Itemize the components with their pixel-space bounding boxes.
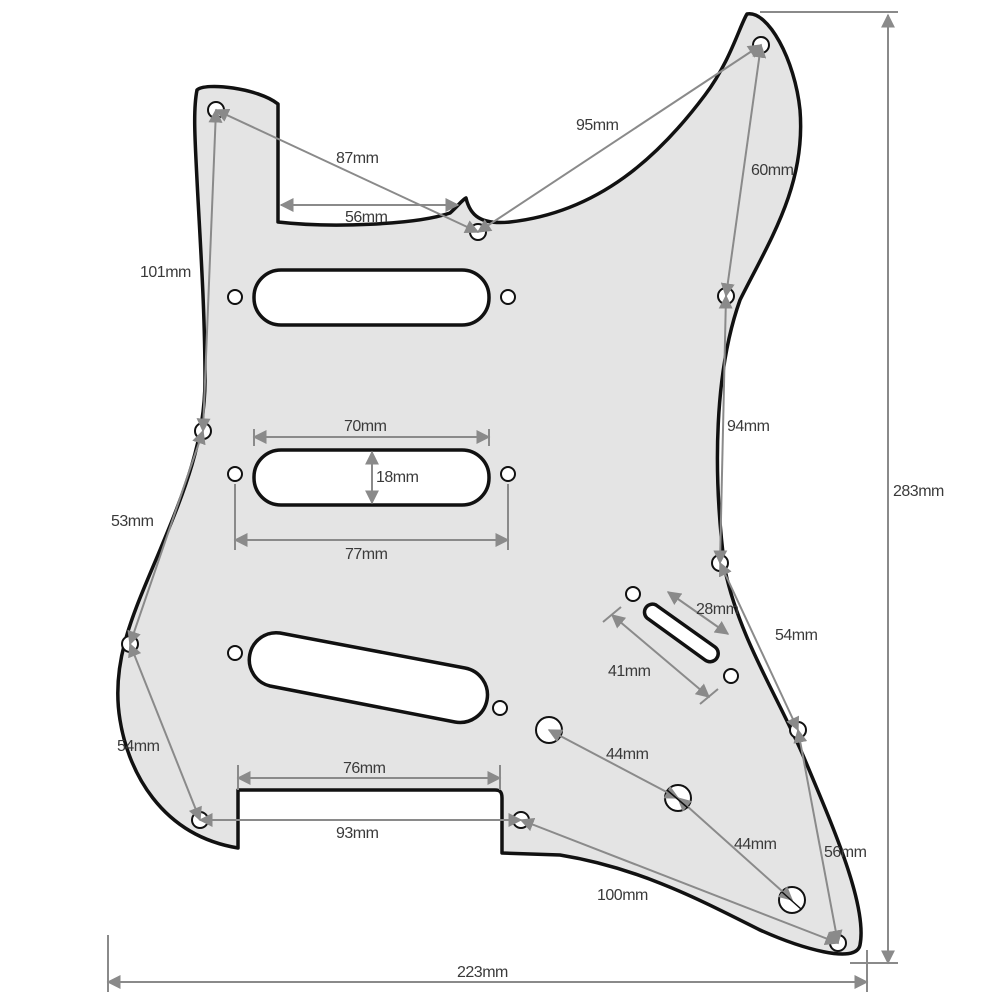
label-knob-spacing-1: 44mm (606, 746, 649, 763)
label-height-overall: 283mm (893, 483, 944, 500)
label-center-to-horn: 95mm (576, 117, 619, 134)
label-lower-right-to-bottom: 56mm (824, 844, 867, 861)
label-cavity-width: 76mm (343, 760, 386, 777)
switch-screw-hole (723, 668, 739, 684)
label-bottom-holes: 93mm (336, 825, 379, 842)
label-pickup-width: 70mm (344, 418, 387, 435)
label-pickup-screw-spacing: 77mm (345, 546, 388, 563)
knob-marks (666, 789, 802, 910)
neck-pickup-slot (252, 268, 491, 327)
label-left-upper: 101mm (140, 264, 191, 281)
label-switch-slot-length: 28mm (696, 601, 739, 618)
label-width-overall: 223mm (457, 964, 508, 981)
switch-screw-hole (625, 586, 641, 602)
label-upper-to-center: 87mm (336, 150, 379, 167)
dimension-lines (106, 11, 898, 992)
dimension-labels: 223mm 283mm 56mm 87mm 95mm 60mm 94mm 54m… (111, 117, 945, 981)
pickup-screw-hole (227, 289, 243, 305)
label-switch-screw-spacing: 41mm (608, 663, 651, 680)
label-bottom-diagonal: 100mm (597, 887, 648, 904)
pickup-screw-hole (227, 466, 243, 482)
label-knob-spacing-2: 44mm (734, 836, 777, 853)
pickup-screw-hole (500, 466, 516, 482)
label-right-to-lower-right: 54mm (775, 627, 818, 644)
label-neck-pocket-width: 56mm (345, 209, 388, 226)
pickup-screw-hole (500, 289, 516, 305)
pickup-screw-hole (227, 645, 243, 661)
label-pickup-height: 18mm (376, 469, 419, 486)
label-horn-to-right: 60mm (751, 162, 794, 179)
label-right-side-holes: 94mm (727, 418, 770, 435)
bridge-pickup-slot (247, 631, 490, 725)
label-left-middle: 53mm (111, 513, 154, 530)
pickup-screw-hole (492, 700, 508, 716)
label-left-lower: 54mm (117, 738, 160, 755)
